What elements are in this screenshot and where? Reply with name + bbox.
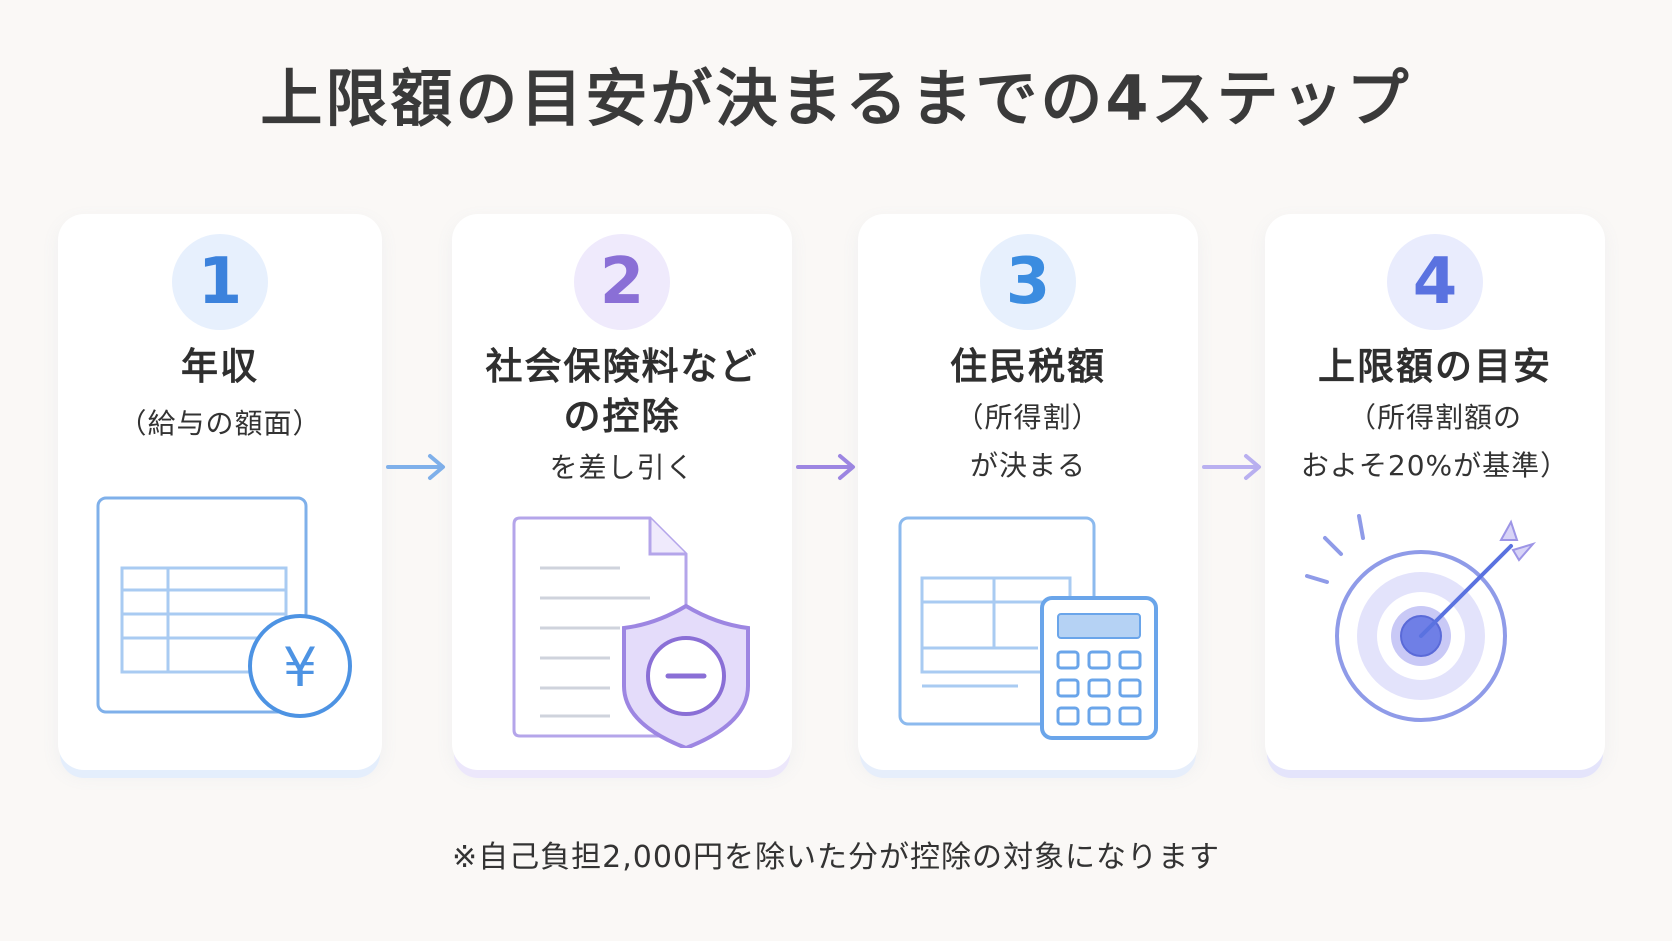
step-sub-4-line-2: およそ20%が基準） bbox=[1300, 449, 1570, 482]
step-sub-3-line-2: が決まる bbox=[969, 449, 1086, 482]
step-sub-2-line-1: を差し引く bbox=[549, 451, 695, 484]
step-sub-1-line-1: （給与の額面） bbox=[118, 407, 322, 440]
step-heading-2-line-1: 社会保険料など bbox=[485, 345, 759, 388]
step-heading-1: 年収 bbox=[181, 345, 259, 388]
step-heading-4: 上限額の目安 bbox=[1318, 345, 1552, 388]
step-heading-2-line-2: の控除 bbox=[563, 395, 681, 438]
step-card-1: 1 年収 （給与の額面） ¥ bbox=[58, 214, 382, 770]
step-sub-4-line-1: （所得割額の bbox=[1347, 401, 1522, 434]
document-shield-minus-icon bbox=[512, 516, 750, 748]
sheet-calculator-icon bbox=[898, 516, 1158, 740]
step-sub-3-line-1: （所得割） bbox=[955, 401, 1101, 434]
step-number-1: 1 bbox=[172, 234, 268, 330]
salary-sheet-yen-icon: ¥ bbox=[96, 496, 352, 718]
page-title: 上限額の目安が決まるまでの4ステップ bbox=[260, 62, 1412, 135]
arrow-right-icon bbox=[1202, 454, 1261, 480]
arrow-right-icon bbox=[386, 454, 445, 480]
step-number-3: 3 bbox=[980, 234, 1076, 330]
target-arrow-icon bbox=[1305, 514, 1537, 722]
step-number-4: 4 bbox=[1387, 234, 1483, 330]
arrow-right-icon bbox=[796, 454, 855, 480]
step-card-3: 3 住民税額 （所得割） が決まる bbox=[858, 214, 1198, 770]
step-card-2: 2 社会保険料など の控除 を差し引く bbox=[452, 214, 792, 770]
step-heading-3: 住民税額 bbox=[950, 345, 1106, 388]
step-number-2: 2 bbox=[574, 234, 670, 330]
footnote: ※自己負担2,000円を除いた分が控除の対象になります bbox=[451, 840, 1221, 875]
svg-text:¥: ¥ bbox=[283, 636, 317, 699]
step-card-4: 4 上限額の目安 （所得割額の およそ20%が基準） bbox=[1265, 214, 1605, 770]
